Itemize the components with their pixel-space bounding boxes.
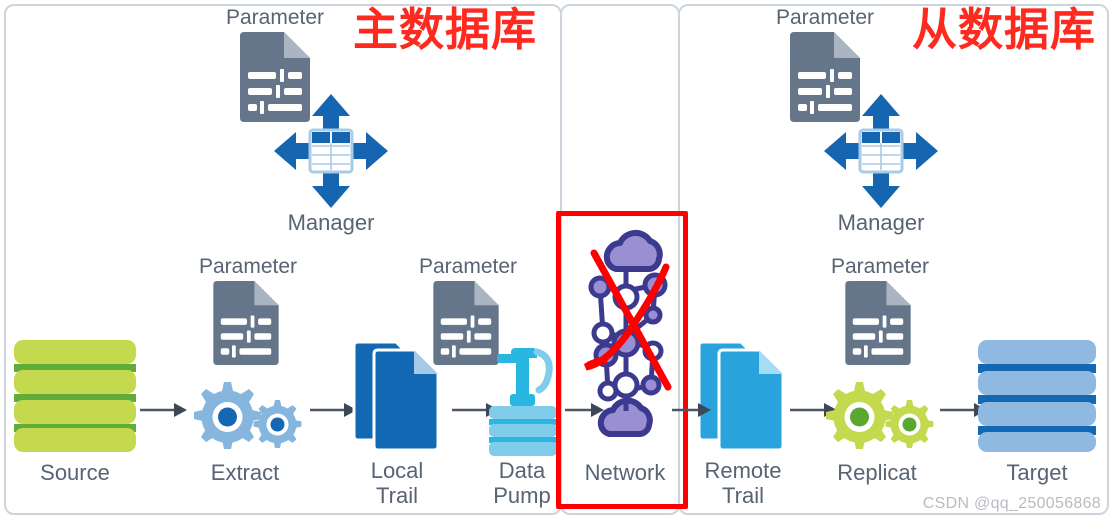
- manager-standby-label: Manager: [837, 210, 925, 235]
- manager-primary-label: Manager: [287, 210, 375, 235]
- parameter-document-icon: [240, 32, 310, 122]
- data-pump-label: Data Pump: [493, 458, 551, 508]
- replicat-parameter-label: Parameter: [830, 255, 930, 278]
- network-blocked-x-icon: [570, 235, 686, 420]
- extract-gears-icon: [186, 378, 308, 456]
- extract-parameter-label: Parameter: [198, 255, 298, 278]
- datapump-parameter-label: Parameter: [418, 255, 518, 278]
- local-trail-files-icon: [352, 340, 440, 452]
- source-label: Source: [40, 460, 110, 485]
- remote-trail-label: Remote Trail: [704, 458, 782, 508]
- flow-arrow-datapump-network: [565, 400, 605, 425]
- local-trail-label: Local Trail: [370, 458, 424, 508]
- parameter-document-icon: [790, 32, 860, 122]
- parameter-document-icon: [213, 281, 279, 365]
- network-label: Network: [584, 460, 666, 485]
- manager-table-arrows-icon: [272, 92, 390, 210]
- target-label: Target: [1006, 460, 1068, 485]
- watermark-text: CSDN @qq_250056868: [922, 495, 1101, 512]
- primary-database-title: 主数据库: [353, 3, 538, 56]
- flow-arrow-source-extract: [140, 400, 188, 425]
- replicat-gears-icon: [818, 378, 940, 456]
- manager-table-arrows-icon: [822, 92, 940, 210]
- replicat-label: Replicat: [837, 460, 917, 485]
- flow-arrow-extract-localtrail: [310, 400, 358, 425]
- parameter-document-icon: [845, 281, 911, 365]
- remote-trail-files-icon: [697, 340, 785, 452]
- flow-arrow-network-remotetrail: [672, 400, 712, 425]
- network-cloud-topology-icon: [583, 225, 669, 453]
- standby-database-title: 从数据库: [912, 3, 1097, 56]
- data-pump-icon: [485, 340, 561, 458]
- manager-primary-parameter-label: Parameter: [225, 6, 325, 29]
- parameter-document-icon: [433, 281, 499, 365]
- source-database-icon: [14, 340, 136, 452]
- manager-standby-parameter-label: Parameter: [775, 6, 875, 29]
- extract-label: Extract: [210, 460, 280, 485]
- target-database-icon: [978, 340, 1096, 452]
